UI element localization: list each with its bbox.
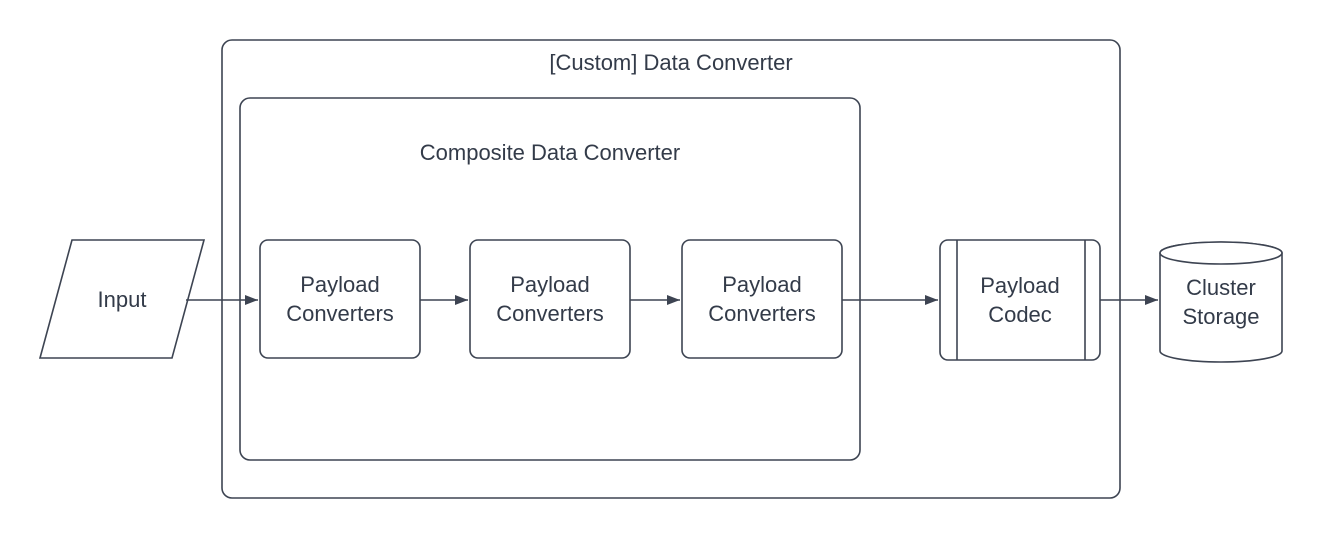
cluster-storage-label: Cluster Storage [1182,275,1260,329]
custom-data-converter-title: [Custom] Data Converter [549,50,793,75]
payload-converter-3-label: Payload Converters [708,272,816,326]
payload-converter-1-label: Payload Converters [286,272,394,326]
payload-converter-3-shape [681,239,843,359]
payload-converter-1-shape [259,239,421,359]
input-node-label: Input [97,286,147,312]
composite-data-converter-title: Composite Data Converter [419,140,681,165]
input-node-shape [38,239,206,359]
cluster-storage-cylinder-top [1159,241,1283,265]
payload-converter-2-shape [469,239,631,359]
payload-codec-label: Payload Codec [980,273,1060,327]
payload-converter-2-label: Payload Converters [496,272,604,326]
